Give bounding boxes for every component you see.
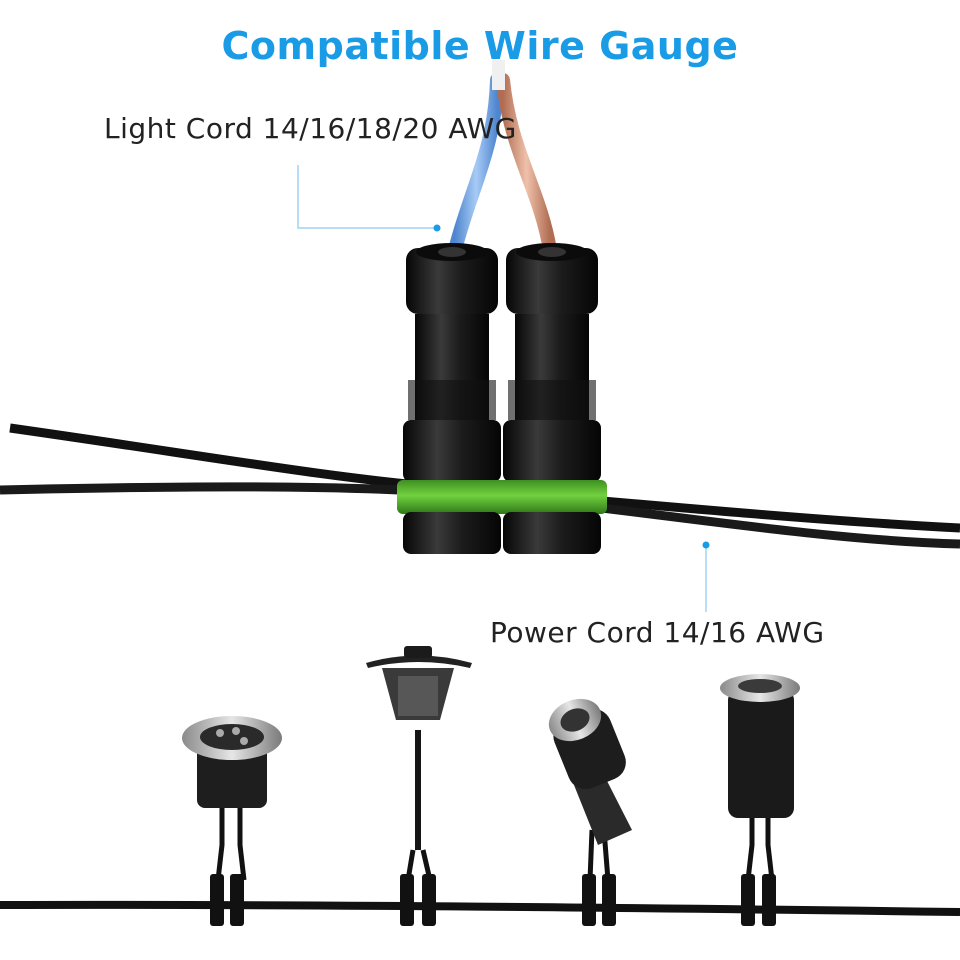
light-cord-label: Light Cord 14/16/18/20 AWG — [104, 112, 517, 145]
spotlight-icon — [548, 698, 632, 926]
inground-light-icon — [182, 716, 282, 926]
waterproof-connector-icon — [397, 243, 507, 554]
well-light-icon — [720, 674, 800, 926]
power-cord-callout — [702, 541, 710, 612]
power-cord-label: Power Cord 14/16 AWG — [490, 616, 825, 649]
waterproof-connector-icon — [497, 243, 607, 554]
main-power-cable — [0, 900, 960, 916]
page-title: Compatible Wire Gauge — [221, 24, 739, 68]
light-cord-callout — [297, 165, 441, 232]
lamp-post-light-icon — [366, 646, 472, 926]
light-cord-wires — [448, 60, 557, 257]
